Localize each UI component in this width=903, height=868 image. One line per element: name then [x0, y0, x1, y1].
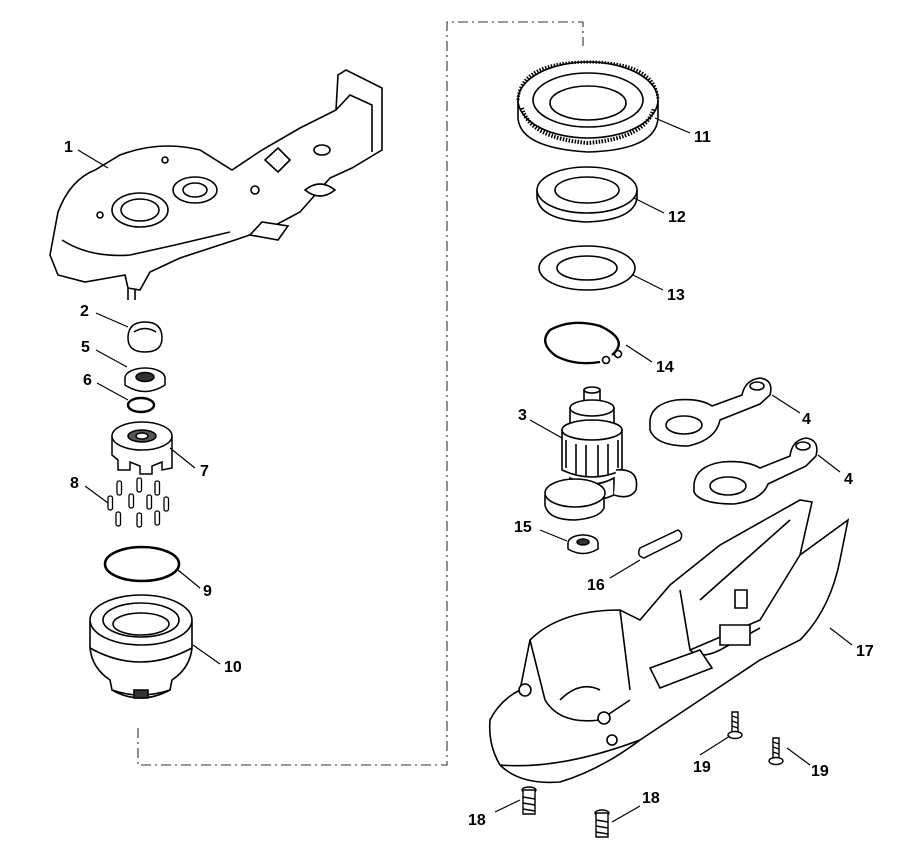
leader-8	[84, 485, 109, 504]
callout-9: 9	[203, 583, 212, 600]
leader-10	[192, 644, 221, 665]
leader-1	[77, 149, 109, 169]
part-7-clutch-hub	[112, 422, 172, 474]
leader-2	[95, 312, 129, 328]
callout-15: 15	[514, 519, 532, 536]
callout-10: 10	[224, 659, 242, 676]
leader-18a	[494, 799, 521, 813]
callout-18b: 18	[642, 790, 660, 807]
callout-3: 3	[518, 407, 527, 424]
callout-12: 12	[668, 209, 686, 226]
part-4-lever-lower	[694, 438, 817, 504]
callout-13: 13	[667, 287, 685, 304]
callout-14: 14	[656, 359, 674, 376]
part-18-screw-b	[595, 810, 609, 837]
part-19-screw-a	[728, 712, 742, 739]
callout-19a: 19	[693, 759, 711, 776]
part-9-o-ring	[105, 547, 179, 581]
callout-5: 5	[81, 339, 90, 356]
part-14-circlip	[545, 323, 621, 364]
part-3-drive-shaft	[545, 387, 637, 520]
callout-labels: 1 2 5 6 7 8 9 10 11 12 13 14 3 4 4 15 16…	[64, 129, 874, 829]
part-5-ball-bearing	[125, 368, 165, 392]
part-4-lever-upper	[650, 378, 771, 446]
part-1-housing-cover	[50, 70, 382, 300]
leader-4b	[817, 454, 841, 473]
callout-18a: 18	[468, 812, 486, 829]
callout-11: 11	[694, 129, 711, 146]
leader-13	[632, 274, 664, 291]
callout-19b: 19	[811, 763, 829, 780]
part-6-snap-ring	[128, 398, 154, 412]
part-18-screw-a	[522, 787, 536, 814]
callout-16: 16	[587, 577, 605, 594]
part-15-small-bearing	[568, 535, 598, 554]
callout-7: 7	[200, 463, 209, 480]
part-10-bearing-housing	[90, 595, 192, 698]
leader-7	[169, 447, 196, 469]
leader-16	[609, 559, 641, 579]
leader-18b	[611, 805, 641, 823]
part-11-large-gear	[518, 62, 658, 152]
callout-17: 17	[856, 643, 874, 660]
part-16-pin	[639, 530, 682, 558]
leader-14	[625, 344, 653, 363]
leader-11	[654, 117, 691, 134]
callout-8: 8	[70, 475, 79, 492]
leader-3	[529, 419, 563, 439]
leader-15	[539, 529, 568, 542]
leader-19a	[699, 735, 731, 756]
leader-17	[829, 627, 853, 646]
part-19-screw-b	[769, 738, 783, 765]
part-17-gearbox-housing	[490, 500, 848, 782]
callout-4a: 4	[802, 411, 811, 428]
callout-4b: 4	[844, 471, 853, 488]
callout-1: 1	[64, 139, 73, 156]
part-13-flat-washer	[539, 246, 635, 290]
leader-9	[177, 569, 201, 589]
part-8-needle-rollers	[108, 478, 169, 527]
callout-2: 2	[80, 303, 89, 320]
leader-19b	[786, 747, 811, 766]
callout-6: 6	[83, 372, 92, 389]
leader-lines	[77, 117, 853, 823]
assembly-connection-line	[137, 21, 584, 766]
part-2-cap	[128, 322, 162, 352]
leader-4a	[771, 394, 801, 414]
leader-6	[96, 382, 129, 401]
leader-12	[633, 197, 665, 214]
part-12-thrust-washer	[537, 167, 637, 222]
leader-5	[95, 349, 128, 368]
